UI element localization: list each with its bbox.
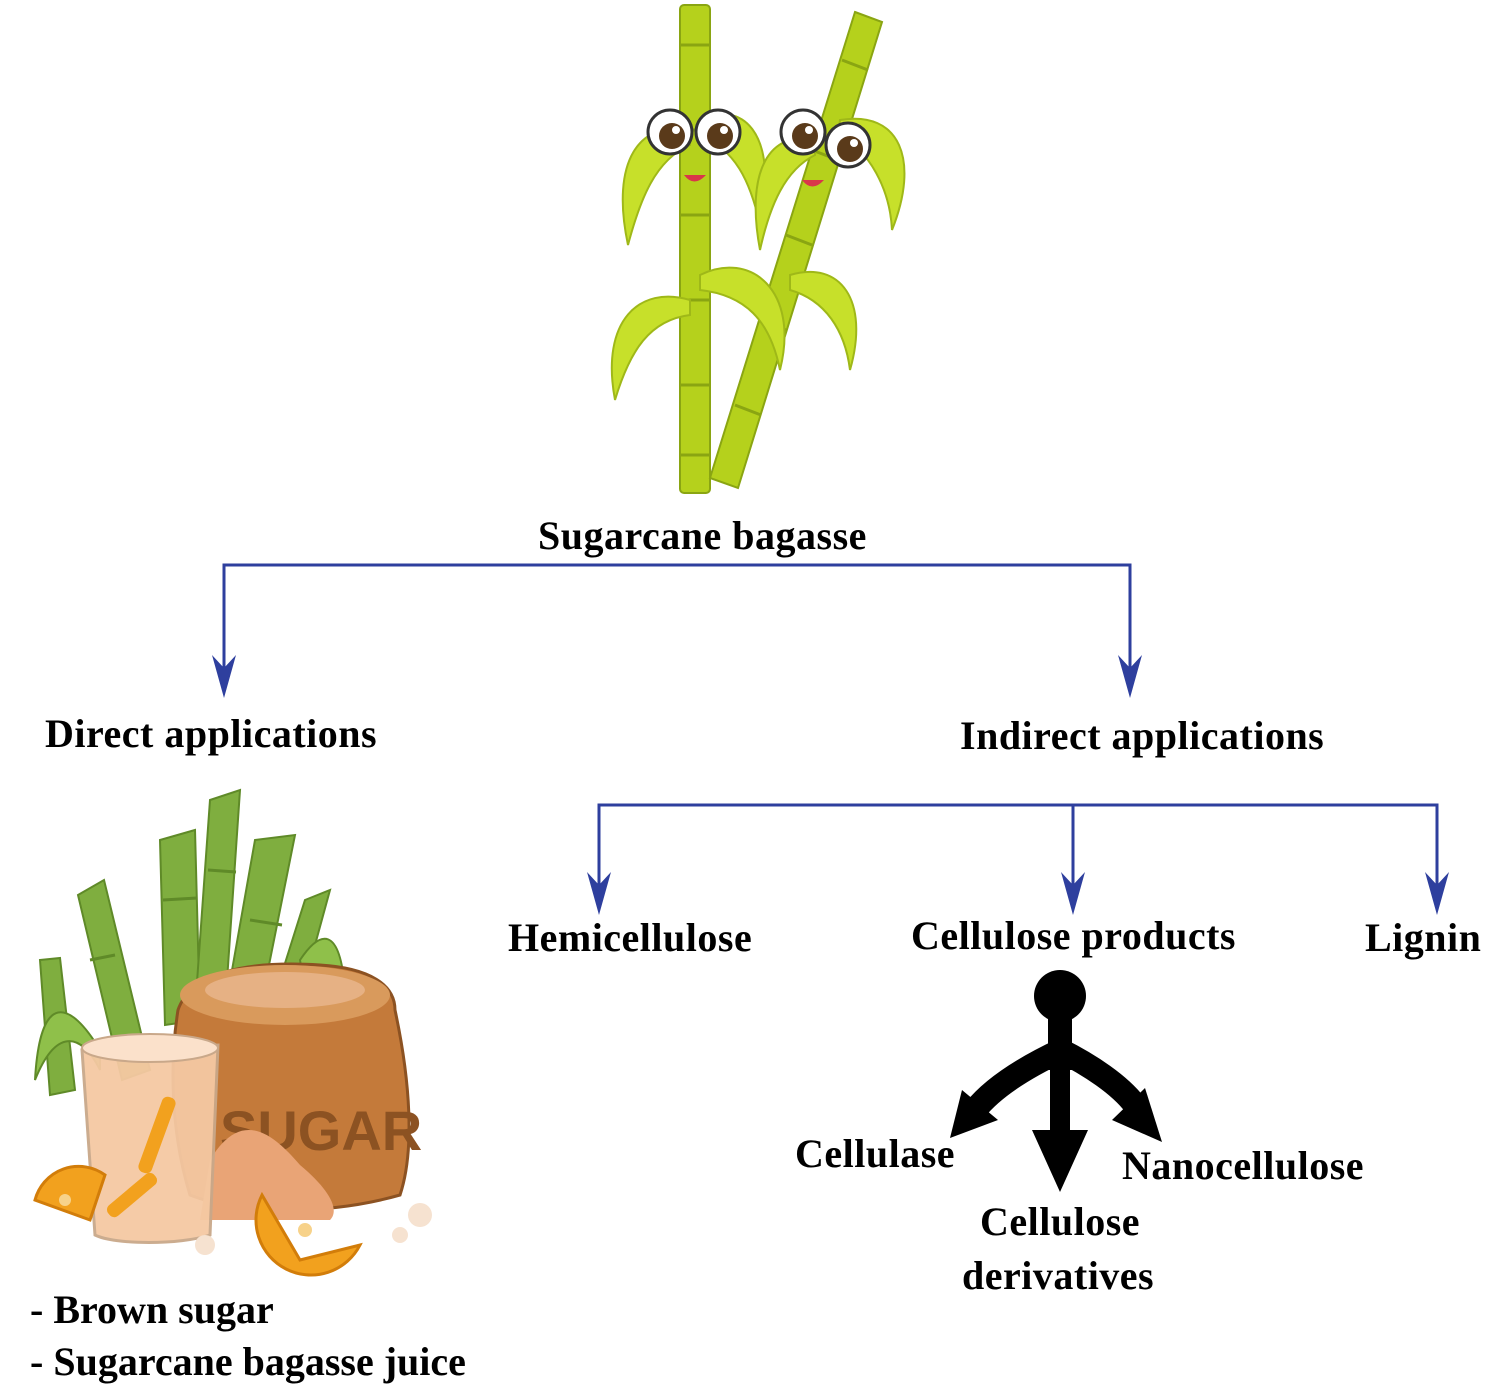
arrow-to-lignin bbox=[1425, 872, 1449, 915]
cellulose-splitter-arrow bbox=[950, 970, 1162, 1192]
arrow-to-cellulose-products bbox=[1061, 872, 1085, 915]
direct-item-bagasse-juice: - Sugarcane bagasse juice bbox=[30, 1339, 466, 1384]
indirect-applications-label: Indirect applications bbox=[960, 713, 1325, 758]
sugarcane-mascot-illustration bbox=[610, 4, 906, 494]
hemicellulose-label: Hemicellulose bbox=[508, 915, 753, 960]
root-label: Sugarcane bagasse bbox=[538, 513, 867, 558]
cellulose-derivatives-label-line1: Cellulose bbox=[980, 1199, 1141, 1244]
connector-indirect bbox=[597, 803, 1439, 905]
brown-sugar-juice-illustration: SUGAR bbox=[33, 788, 432, 1277]
connector-root bbox=[222, 563, 1132, 688]
cellulase-label: Cellulase bbox=[795, 1131, 956, 1176]
nanocellulose-label: Nanocellulose bbox=[1122, 1143, 1365, 1188]
cellulose-products-label: Cellulose products bbox=[911, 913, 1236, 958]
arrow-to-indirect bbox=[1118, 655, 1142, 698]
direct-applications-label: Direct applications bbox=[45, 711, 378, 756]
arrow-to-hemicellulose bbox=[587, 872, 611, 915]
arrow-to-direct bbox=[212, 655, 236, 698]
cellulose-derivatives-label-line2: derivatives bbox=[962, 1253, 1155, 1298]
lignin-label: Lignin bbox=[1365, 915, 1482, 960]
direct-item-brown-sugar: - Brown sugar bbox=[30, 1287, 274, 1332]
